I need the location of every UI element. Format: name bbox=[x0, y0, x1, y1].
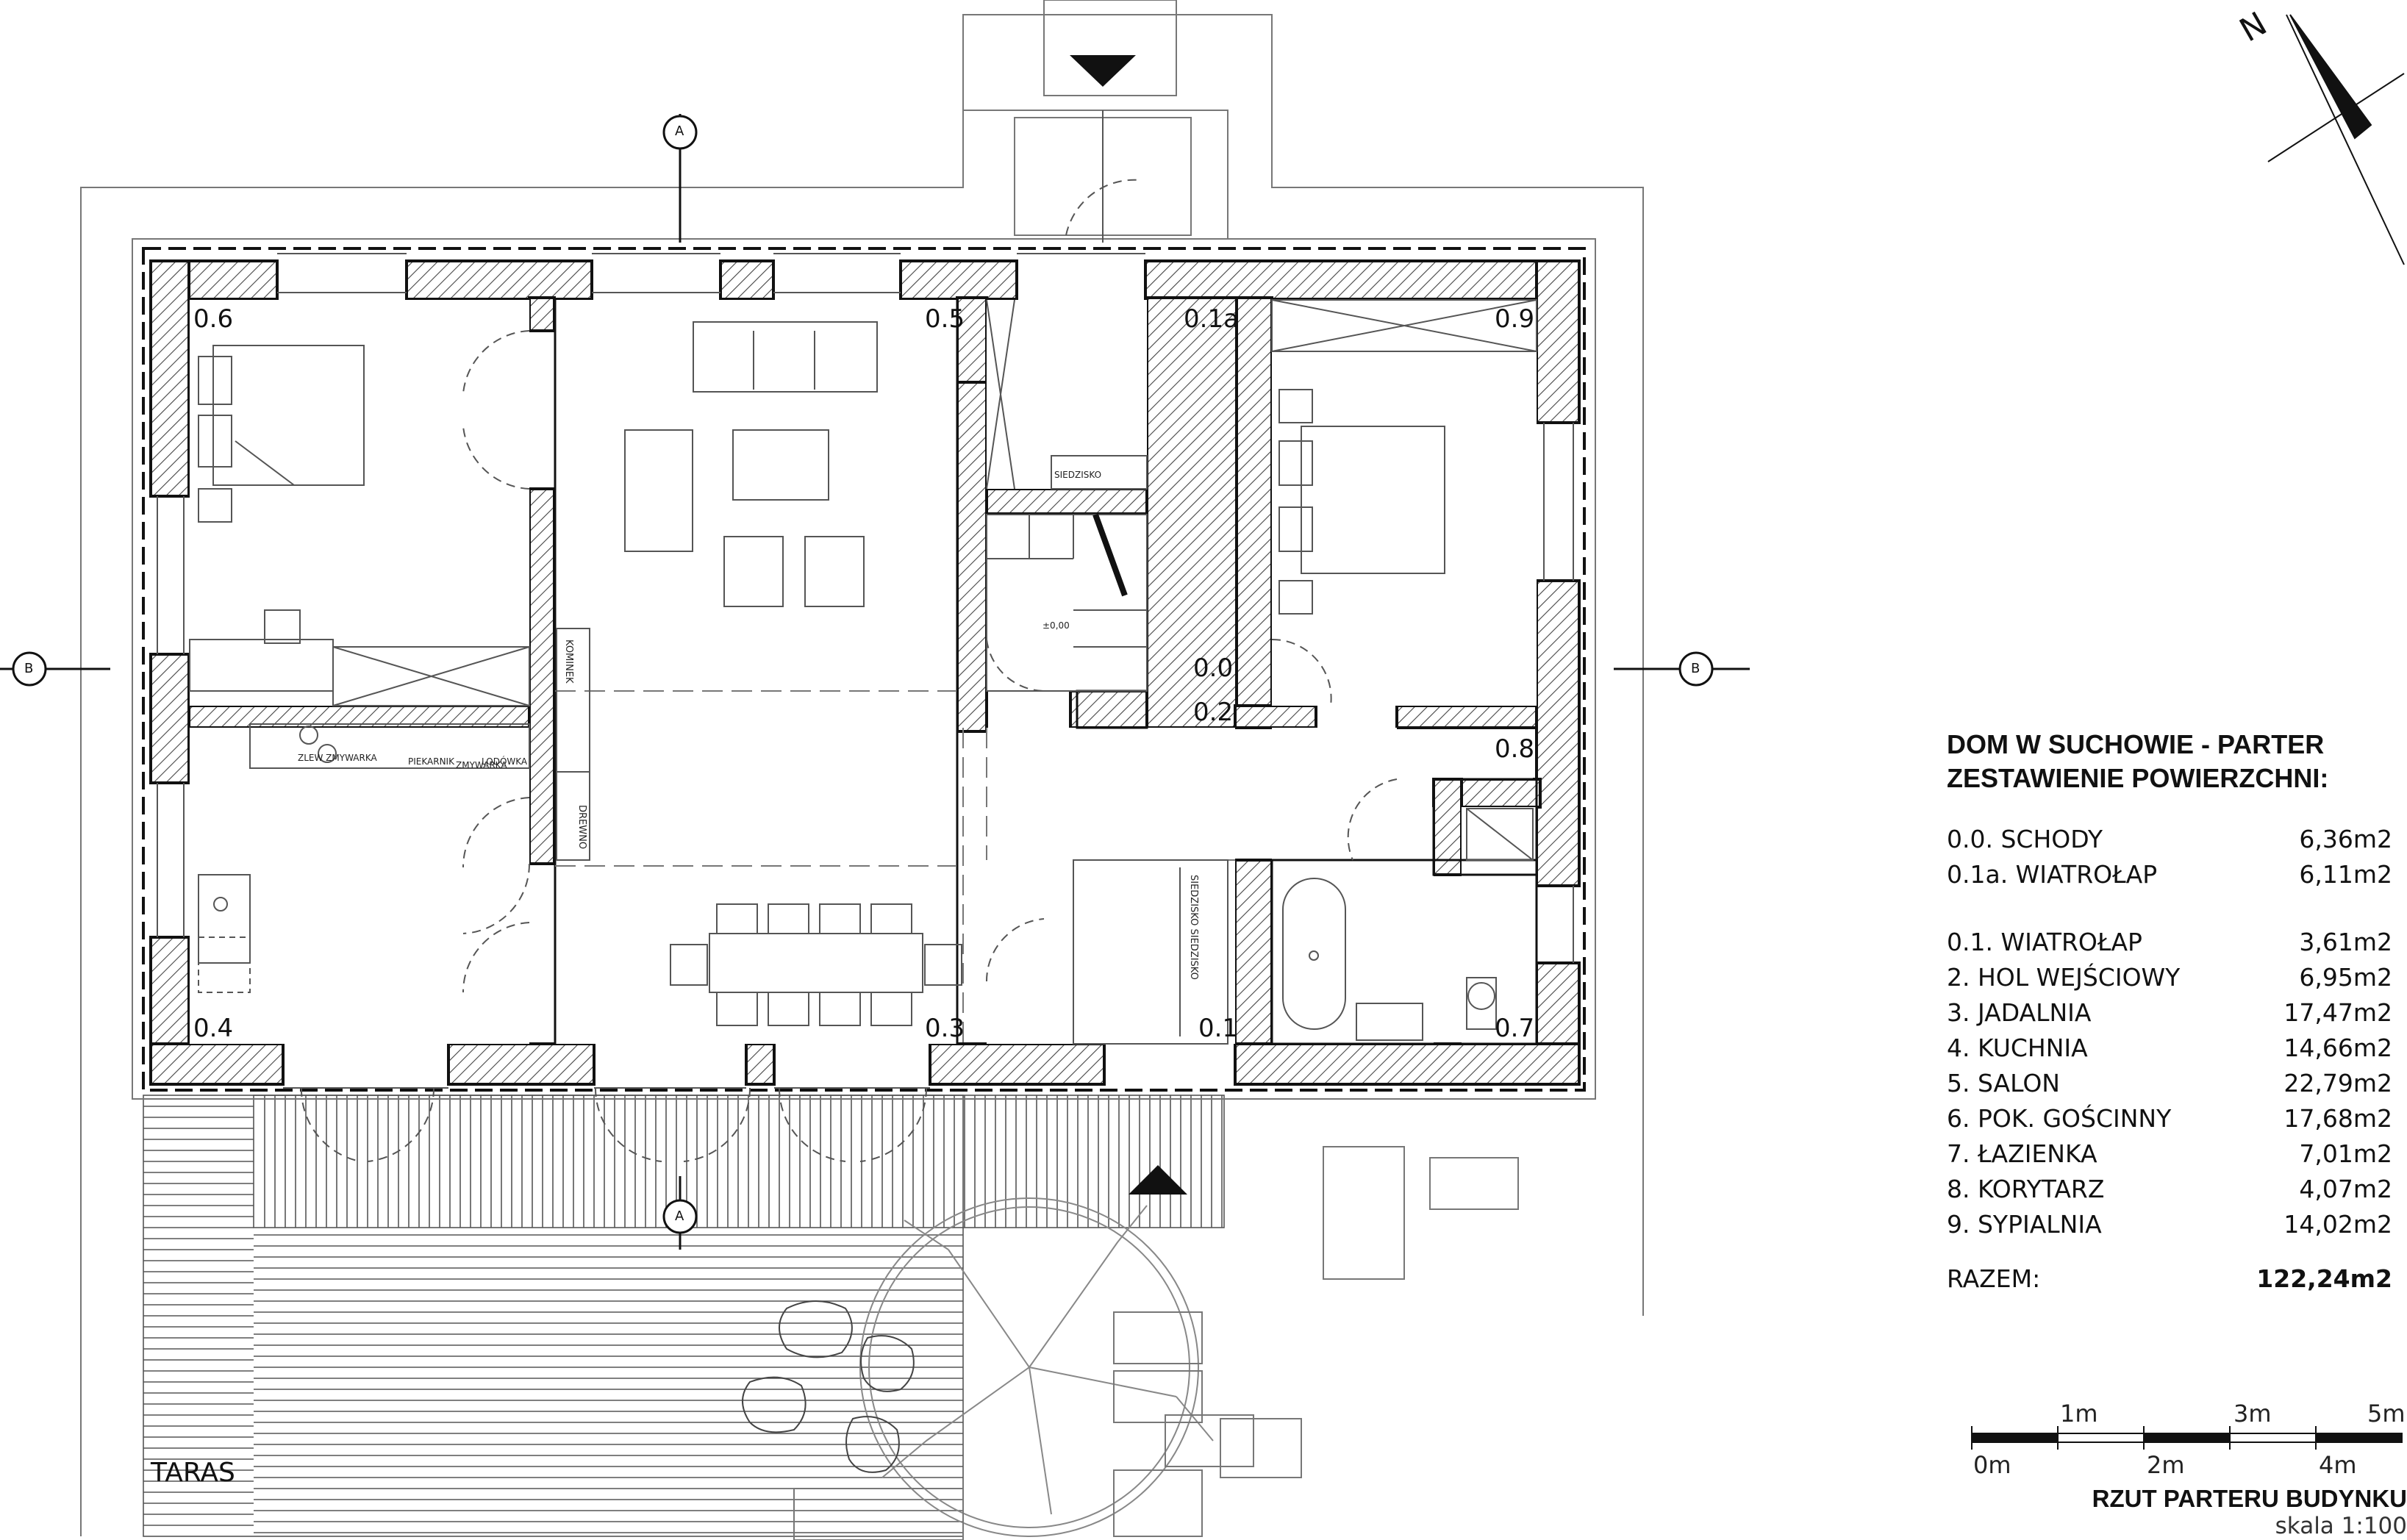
room-area-row: 2. HOL WEJŚCIOWY 6,95m2 bbox=[1947, 960, 2392, 995]
room-area-label: 0.1a. WIATROŁAP bbox=[1947, 860, 2158, 889]
floor-plan-drawing: A A B B 0.6 0.5 0.1a 0.9 0.0 0.2 0.8 0.4… bbox=[0, 0, 1750, 1540]
room-area-row: 9. SYPIALNIA 14,02m2 bbox=[1947, 1207, 2392, 1242]
terrace-deck bbox=[143, 1095, 1225, 1537]
room-number-04: 0.4 bbox=[193, 1014, 233, 1043]
entrance bbox=[1070, 55, 1187, 1195]
room-area-label: 0.1. WIATROŁAP bbox=[1947, 928, 2142, 956]
room-area-row: 0.1. WIATROŁAP 3,61m2 bbox=[1947, 925, 2392, 960]
room-number-01a: 0.1a bbox=[1184, 304, 1239, 334]
total-label: RAZEM: bbox=[1947, 1264, 2041, 1293]
room-area-label: 2. HOL WEJŚCIOWY bbox=[1947, 963, 2181, 992]
chimney-label: KOMINEK bbox=[563, 640, 574, 684]
room-number-07: 0.7 bbox=[1495, 1014, 1534, 1043]
section-a-top: A bbox=[675, 123, 684, 139]
room-numbers: 0.6 0.5 0.1a 0.9 0.0 0.2 0.8 0.4 0.3 0.1… bbox=[193, 304, 1534, 1043]
room-number-01: 0.1 bbox=[1198, 1014, 1238, 1043]
room-area-value: 7,01m2 bbox=[2299, 1139, 2392, 1168]
firewood-label: DREWNO bbox=[576, 805, 587, 849]
room-area-label: 7. ŁAZIENKA bbox=[1947, 1139, 2097, 1168]
room-number-00: 0.0 bbox=[1193, 653, 1233, 683]
room-area-value: 17,47m2 bbox=[2283, 998, 2392, 1027]
section-b-right: B bbox=[1691, 661, 1700, 676]
scale-label-3m: 3m bbox=[2233, 1400, 2272, 1428]
room-area-row: 6. POK. GOŚCINNY 17,68m2 bbox=[1947, 1101, 2392, 1136]
bench-label: SIEDZISKO bbox=[1054, 470, 1101, 480]
room-area-label: 3. JADALNIA bbox=[1947, 998, 2092, 1027]
room-number-05: 0.5 bbox=[925, 304, 965, 334]
room-area-label: 0.0. SCHODY bbox=[1947, 825, 2103, 853]
section-a-bottom: A bbox=[675, 1208, 684, 1224]
room-area-row: 3. JADALNIA 17,47m2 bbox=[1947, 995, 2392, 1031]
north-arrow: N bbox=[2233, 5, 2405, 265]
scale-label-4m: 4m bbox=[2319, 1451, 2357, 1479]
room-area-row: 0.1a. WIATROŁAP 6,11m2 bbox=[1947, 857, 2392, 892]
room-number-06: 0.6 bbox=[193, 304, 233, 334]
terrace-label: TARAS bbox=[150, 1458, 235, 1488]
area-legend: DOM W SUCHOWIE - PARTER ZESTAWIENIE POWI… bbox=[1947, 728, 2403, 1293]
fridge-label: ZMYWARKA bbox=[456, 760, 507, 770]
section-b-left: B bbox=[24, 661, 33, 676]
interior-lines bbox=[554, 300, 1538, 1045]
room-area-row: 7. ŁAZIENKA 7,01m2 bbox=[1947, 1136, 2392, 1172]
room-area-value: 6,11m2 bbox=[2299, 860, 2392, 889]
room-interiors bbox=[190, 300, 1537, 1044]
total-value: 122,24m2 bbox=[2256, 1264, 2392, 1293]
room-area-value: 6,36m2 bbox=[2299, 825, 2392, 853]
legend-title-1: DOM W SUCHOWIE - PARTER bbox=[1947, 729, 2325, 759]
room-area-row: 8. KORYTARZ 4,07m2 bbox=[1947, 1172, 2392, 1207]
furniture bbox=[189, 299, 1537, 1045]
hall-bench-label: SIEDZISKO SIEDZISKO bbox=[1188, 875, 1199, 980]
north-label: N bbox=[2233, 5, 2273, 50]
room-number-02: 0.2 bbox=[1193, 698, 1233, 727]
room-area-row: 5. SALON 22,79m2 bbox=[1947, 1066, 2392, 1101]
room-area-value: 6,95m2 bbox=[2299, 963, 2392, 992]
sink-label: ZLEW ZMYWARKA bbox=[298, 753, 377, 763]
legend-title-2: ZESTAWIENIE POWIERZCHNI: bbox=[1947, 763, 2329, 793]
level-label: ±0,00 bbox=[1042, 620, 1070, 631]
section-markers bbox=[0, 114, 1750, 1250]
paving-stones bbox=[793, 1146, 1519, 1540]
room-area-label: 9. SYPIALNIA bbox=[1947, 1210, 2102, 1239]
room-area-value: 22,79m2 bbox=[2283, 1069, 2392, 1097]
building-outline bbox=[132, 238, 1596, 1100]
room-number-08: 0.8 bbox=[1495, 734, 1534, 764]
room-area-value: 14,02m2 bbox=[2283, 1210, 2392, 1239]
room-area-value: 17,68m2 bbox=[2283, 1104, 2392, 1133]
room-area-label: 8. KORYTARZ bbox=[1947, 1175, 2105, 1203]
room-area-row: 0.0. SCHODY 6,36m2 bbox=[1947, 822, 2392, 857]
drawing-title: RZUT PARTERU BUDYNKU bbox=[2092, 1485, 2407, 1512]
room-area-label: 6. POK. GOŚCINNY bbox=[1947, 1104, 2172, 1133]
oven-label: PIEKARNIK bbox=[408, 756, 455, 767]
scale-label-2m: 2m bbox=[2147, 1451, 2185, 1479]
scale-label-0m: 0m bbox=[1973, 1451, 2011, 1479]
terrace-seats bbox=[742, 1300, 915, 1473]
room-number-03: 0.3 bbox=[925, 1014, 965, 1043]
room-area-value: 14,66m2 bbox=[2283, 1034, 2392, 1062]
room-area-value: 3,61m2 bbox=[2299, 928, 2392, 956]
room-number-09: 0.9 bbox=[1495, 304, 1534, 334]
scale-bar: 1m 3m 5m 0m 2m 4m bbox=[1971, 1400, 2406, 1479]
room-area-value: 4,07m2 bbox=[2299, 1175, 2392, 1203]
room-area-label: 4. KUCHNIA bbox=[1947, 1034, 2088, 1062]
total-row: RAZEM: 122,24m2 bbox=[1947, 1264, 2392, 1293]
room-area-label: 5. SALON bbox=[1947, 1069, 2060, 1097]
doors bbox=[300, 179, 1398, 1162]
tree-symbol bbox=[859, 1197, 1214, 1537]
fridge2-label: LODÓWKA bbox=[482, 756, 528, 767]
scale-label-1m: 1m bbox=[2060, 1400, 2098, 1428]
windows bbox=[157, 253, 1574, 1089]
room-area-row: 4. KUCHNIA 14,66m2 bbox=[1947, 1031, 2392, 1066]
drawing-scale: skala 1:100 bbox=[2275, 1513, 2407, 1539]
scale-bar-segments bbox=[1971, 1426, 2403, 1450]
scale-label-5m: 5m bbox=[2367, 1400, 2406, 1428]
